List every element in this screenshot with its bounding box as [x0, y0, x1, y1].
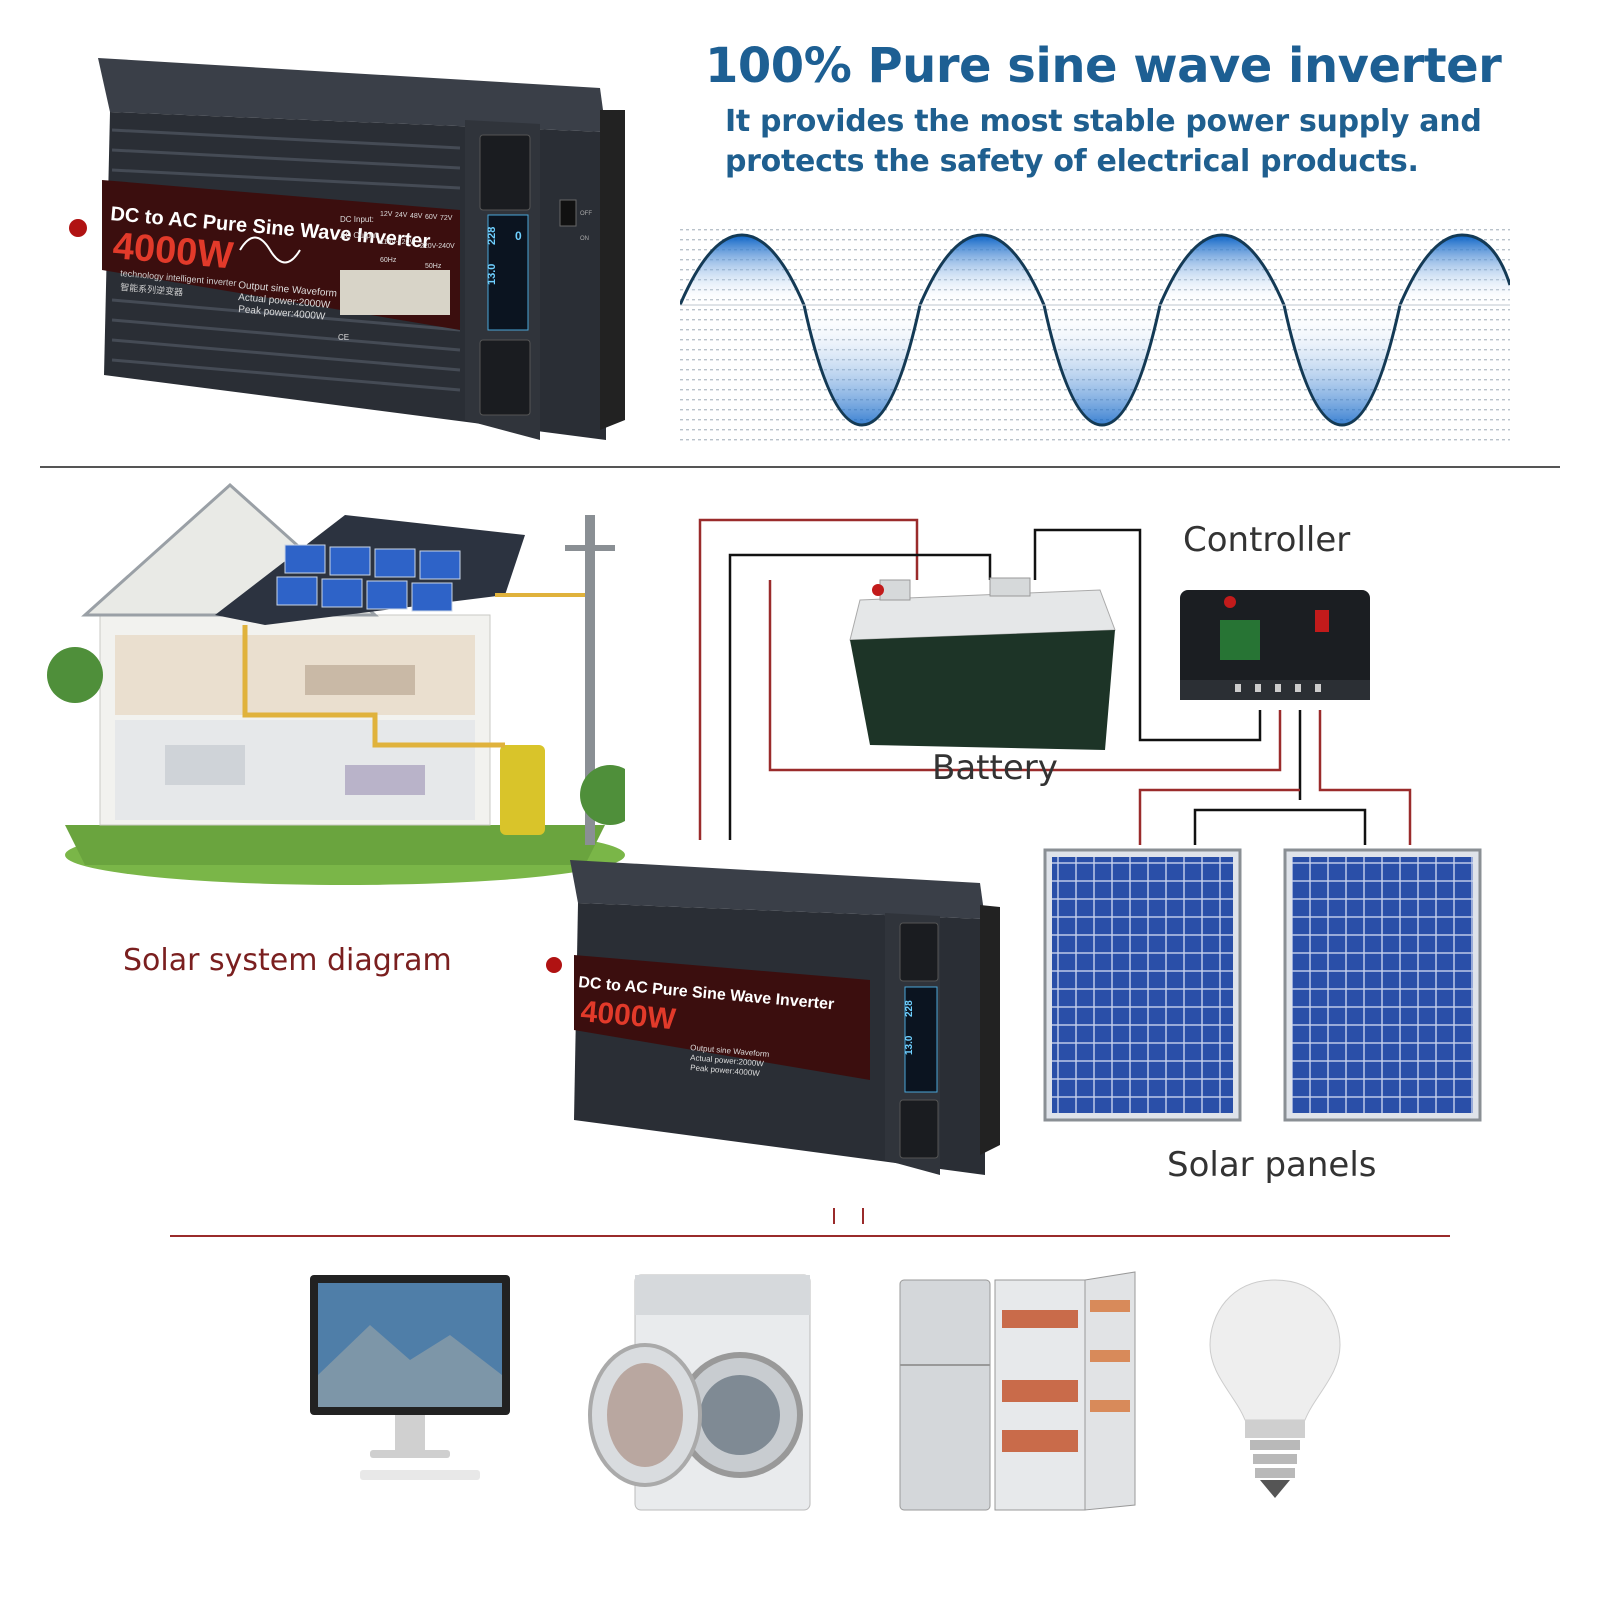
sine-wave-graphic: [680, 225, 1510, 445]
washing-machine-icon: [588, 1274, 811, 1511]
section-divider: [40, 466, 1560, 468]
headline: 100% Pure sine wave inverter: [705, 38, 1502, 94]
hz-50: 50Hz: [425, 263, 442, 270]
lcd-input-volts: 13.0: [486, 264, 498, 285]
ac-220: 220V-240V: [420, 243, 455, 250]
dc-input-label: DC Input:: [340, 215, 374, 224]
volt-60: 60V: [425, 214, 438, 221]
volt-12: 12V: [380, 211, 393, 218]
controller-image: [1180, 590, 1370, 700]
volt-72: 72V: [440, 215, 453, 222]
lcd-watts: 0: [515, 229, 522, 243]
solar-system-diagram-label: Solar system diagram: [123, 943, 452, 978]
switch-on-label: ON: [580, 236, 589, 242]
lcd-bottom-input: 13.0: [904, 1035, 915, 1055]
ce-mark: CE: [338, 333, 349, 342]
solar-panels-image: [1043, 848, 1482, 1122]
appliances-divider: [170, 1235, 1450, 1237]
battery-label: Battery: [932, 748, 1058, 788]
switch-off-label: OFF: [580, 211, 592, 217]
connector-tick-right: [862, 1208, 864, 1224]
battery-image: [849, 577, 1116, 750]
inverter-bottom-image: DC to AC Pure Sine Wave Inverter 4000W O…: [546, 860, 1000, 1175]
house-illustration: [47, 482, 625, 885]
volt-24: 24V: [395, 212, 408, 219]
inverter-power: 4000W: [111, 225, 235, 277]
volt-48: 48V: [410, 213, 423, 220]
solar-panels-label: Solar panels: [1167, 1145, 1377, 1185]
lcd-bottom-output: 228: [904, 1000, 915, 1017]
controller-label: Controller: [1183, 520, 1351, 560]
wiring-diagram: [698, 518, 1412, 845]
ac-110: 110V-120V: [380, 239, 414, 246]
computer-monitor-icon: [310, 1275, 510, 1480]
hz-60: 60Hz: [380, 257, 397, 264]
connector-tick-left: [833, 1208, 835, 1224]
inverter-top-image: DC to AC Pure Sine Wave Inverter 4000W t…: [69, 58, 625, 440]
subline: It provides the most stable power supply…: [725, 104, 1482, 179]
ac-output-label: AC Output:: [340, 231, 380, 240]
light-bulb-icon: [1209, 1279, 1341, 1498]
refrigerator-icon: [899, 1271, 1136, 1511]
lcd-output-volts: 228: [486, 227, 498, 245]
